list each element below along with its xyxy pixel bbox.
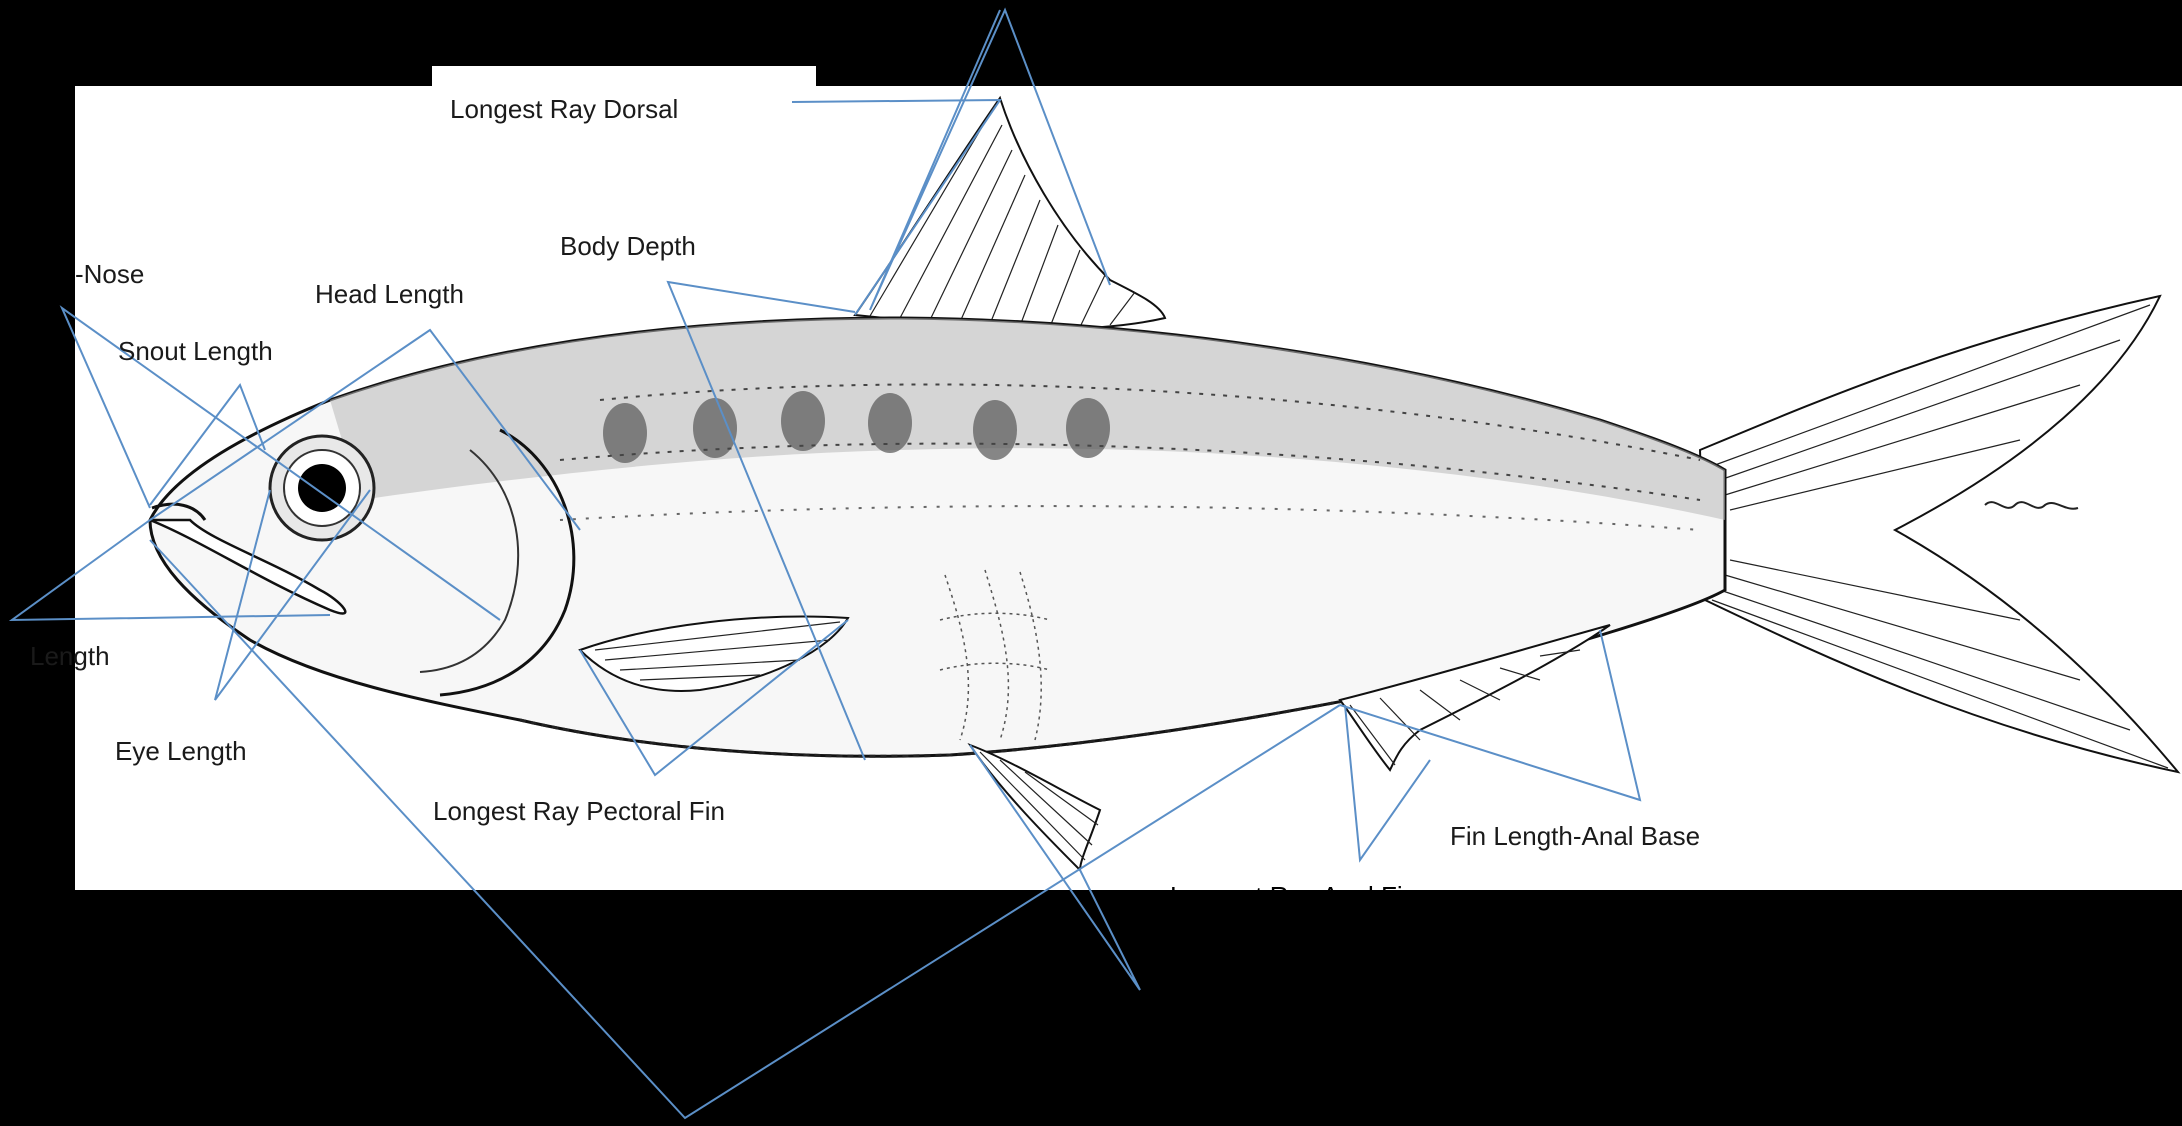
label-fin-length-anal-base: Fin Length-Anal Base	[1450, 821, 1700, 851]
label-body-depth: Body Depth	[560, 231, 696, 261]
label-eye-length: Eye Length	[115, 736, 247, 766]
label-longest-ray-anal-fin: Longest Ray Anal Fin	[1170, 881, 1417, 911]
label-snout-length: Snout Length	[118, 336, 273, 366]
label-longest-ray-dorsal: Longest Ray Dorsal	[450, 94, 678, 124]
label-longest-ray-ventral-fin: Longest Ray Ventral Fin	[925, 1014, 1203, 1044]
label-lip-nose: -Nose	[75, 259, 144, 289]
label-jaw-length: Length	[30, 641, 110, 671]
label-head-length: Head Length	[315, 279, 464, 309]
label-longest-ray-pectoral-fin: Longest Ray Pectoral Fin	[433, 796, 725, 826]
